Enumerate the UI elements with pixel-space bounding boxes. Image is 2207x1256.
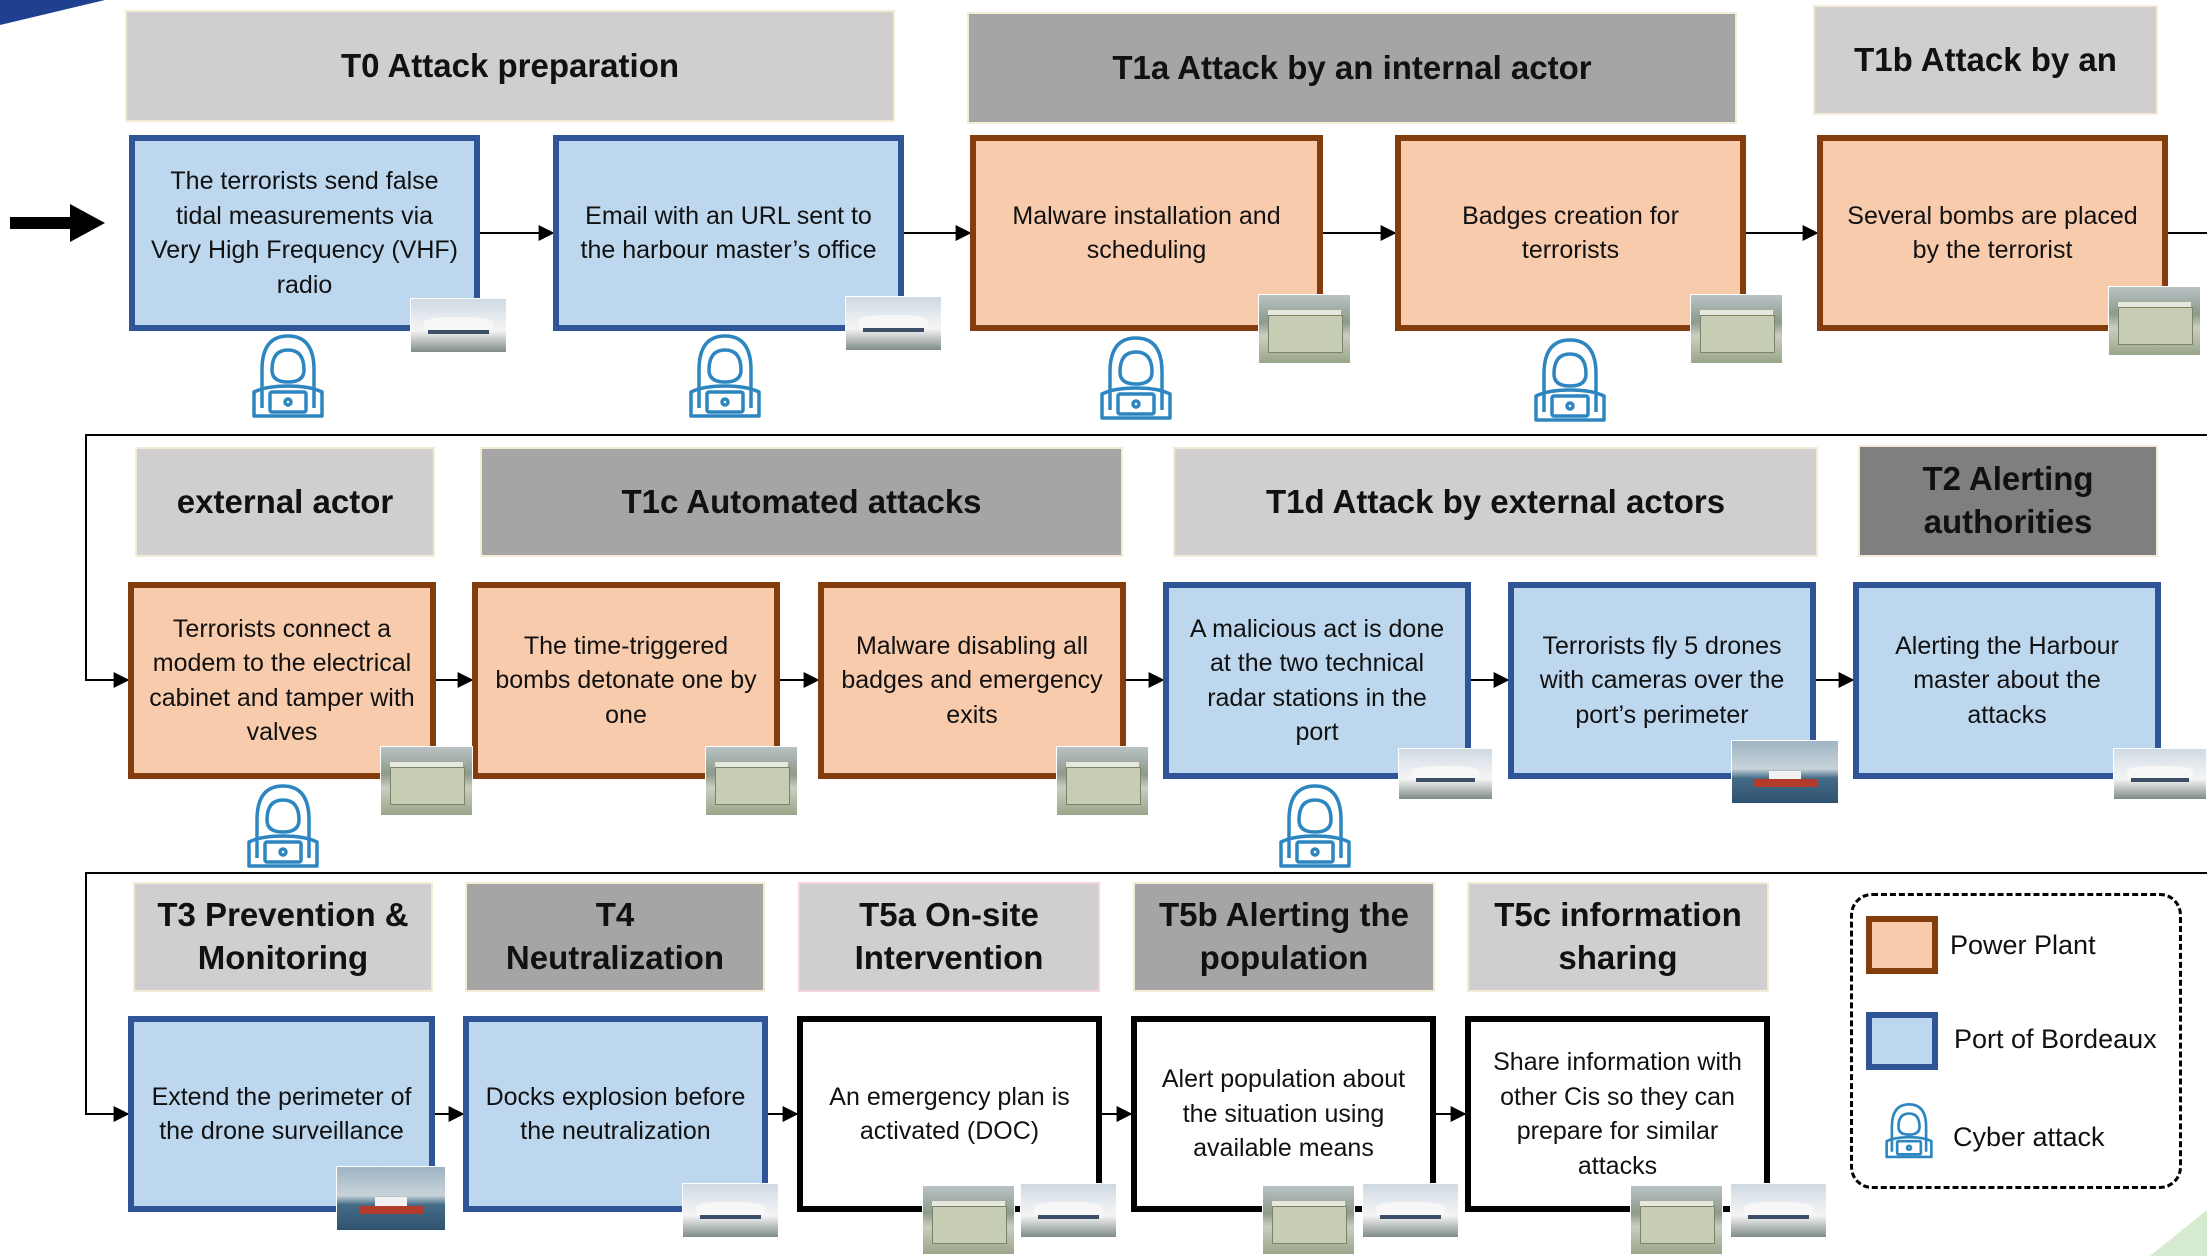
corner-decoration-bottom (2150, 1210, 2207, 1256)
hooded-hacker-laptop-icon (689, 334, 761, 418)
harbour-building-photo (1020, 1183, 1117, 1238)
legend-frame (1850, 893, 2182, 1189)
phase-header-t1c: T1c Automated attacks (480, 447, 1123, 557)
row-wrap-1 (85, 434, 2207, 688)
phase-header-t5a: T5a On-site Intervention (798, 882, 1100, 992)
hooded-hacker-laptop-icon (1534, 338, 1606, 422)
phase-header-t1b-continued: external actor (135, 447, 435, 557)
hooded-hacker-laptop-icon (247, 784, 319, 868)
power-plant-photo (705, 746, 798, 816)
hooded-hacker-laptop-icon (1885, 1103, 1933, 1159)
power-plant-photo (1690, 294, 1783, 364)
legend-label-cyber-attack: Cyber attack (1953, 1122, 2105, 1152)
step-emergency-plan: An emergency plan is activated (DOC) (797, 1016, 1102, 1212)
hooded-hacker-laptop-icon (1279, 784, 1351, 868)
legend-label-power-plant: Power Plant (1950, 930, 2096, 960)
step-false-tidal-measurements: The terrorists send false tidal measurem… (129, 135, 480, 331)
step-alert-harbour-master: Alerting the Harbour master about the at… (1853, 582, 2161, 779)
harbour-building-photo (845, 296, 942, 351)
step-badges-creation: Badges creation for terrorists (1395, 135, 1746, 331)
harbour-building-photo (1398, 748, 1493, 800)
step-docks-explosion: Docks explosion before the neutralizatio… (463, 1016, 768, 1212)
legend-swatch-power-plant (1866, 916, 1938, 974)
harbour-building-photo (1730, 1183, 1827, 1238)
row-wrap-2 (85, 872, 2207, 1122)
ship-photo (1731, 740, 1839, 804)
step-drones-over-port: Terrorists fly 5 drones with cameras ove… (1508, 582, 1816, 779)
phase-header-t0: T0 Attack preparation (125, 10, 895, 122)
harbour-building-photo (682, 1183, 779, 1238)
power-plant-photo (2108, 286, 2201, 356)
step-share-information: Share information with other Cis so they… (1465, 1016, 1770, 1212)
step-modem-electrical-cabinet: Terrorists connect a modem to the electr… (128, 582, 436, 779)
legend-label-port: Port of Bordeaux (1954, 1024, 2157, 1054)
legend-swatch-port (1866, 1012, 1938, 1070)
step-extend-drone-surveillance: Extend the perimeter of the drone survei… (128, 1016, 435, 1212)
phase-header-t4: T4 Neutralization (465, 882, 765, 992)
entry-arrow (10, 204, 105, 242)
hooded-hacker-laptop-icon (252, 334, 324, 418)
phase-header-t2: T2 Alerting authorities (1858, 445, 2158, 557)
phase-header-t3: T3 Prevention & Monitoring (133, 882, 433, 992)
power-plant-photo (1056, 746, 1149, 816)
phase-header-t1a: T1a Attack by an internal actor (967, 12, 1737, 124)
phase-header-t5b: T5b Alerting the population (1133, 882, 1435, 992)
harbour-building-photo (410, 298, 507, 353)
power-plant-photo (922, 1185, 1015, 1255)
harbour-building-photo (1362, 1183, 1459, 1238)
phase-header-t5c: T5c information sharing (1467, 882, 1769, 992)
step-alert-population: Alert population about the situation usi… (1131, 1016, 1436, 1212)
power-plant-photo (1630, 1185, 1723, 1255)
ship-photo (336, 1166, 446, 1231)
power-plant-photo (1262, 1185, 1355, 1255)
hooded-hacker-laptop-icon (1100, 336, 1172, 420)
harbour-building-photo (2113, 748, 2207, 800)
step-radar-stations-attack: A malicious act is done at the two techn… (1163, 582, 1471, 779)
corner-decoration-top (0, 0, 105, 25)
power-plant-photo (380, 746, 473, 816)
power-plant-photo (1258, 294, 1351, 364)
step-malware-disabling-badges: Malware disabling all badges and emergen… (818, 582, 1126, 779)
phase-header-t1d: T1d Attack by external actors (1173, 447, 1818, 557)
phase-header-t1b: T1b Attack by an (1813, 5, 2158, 115)
